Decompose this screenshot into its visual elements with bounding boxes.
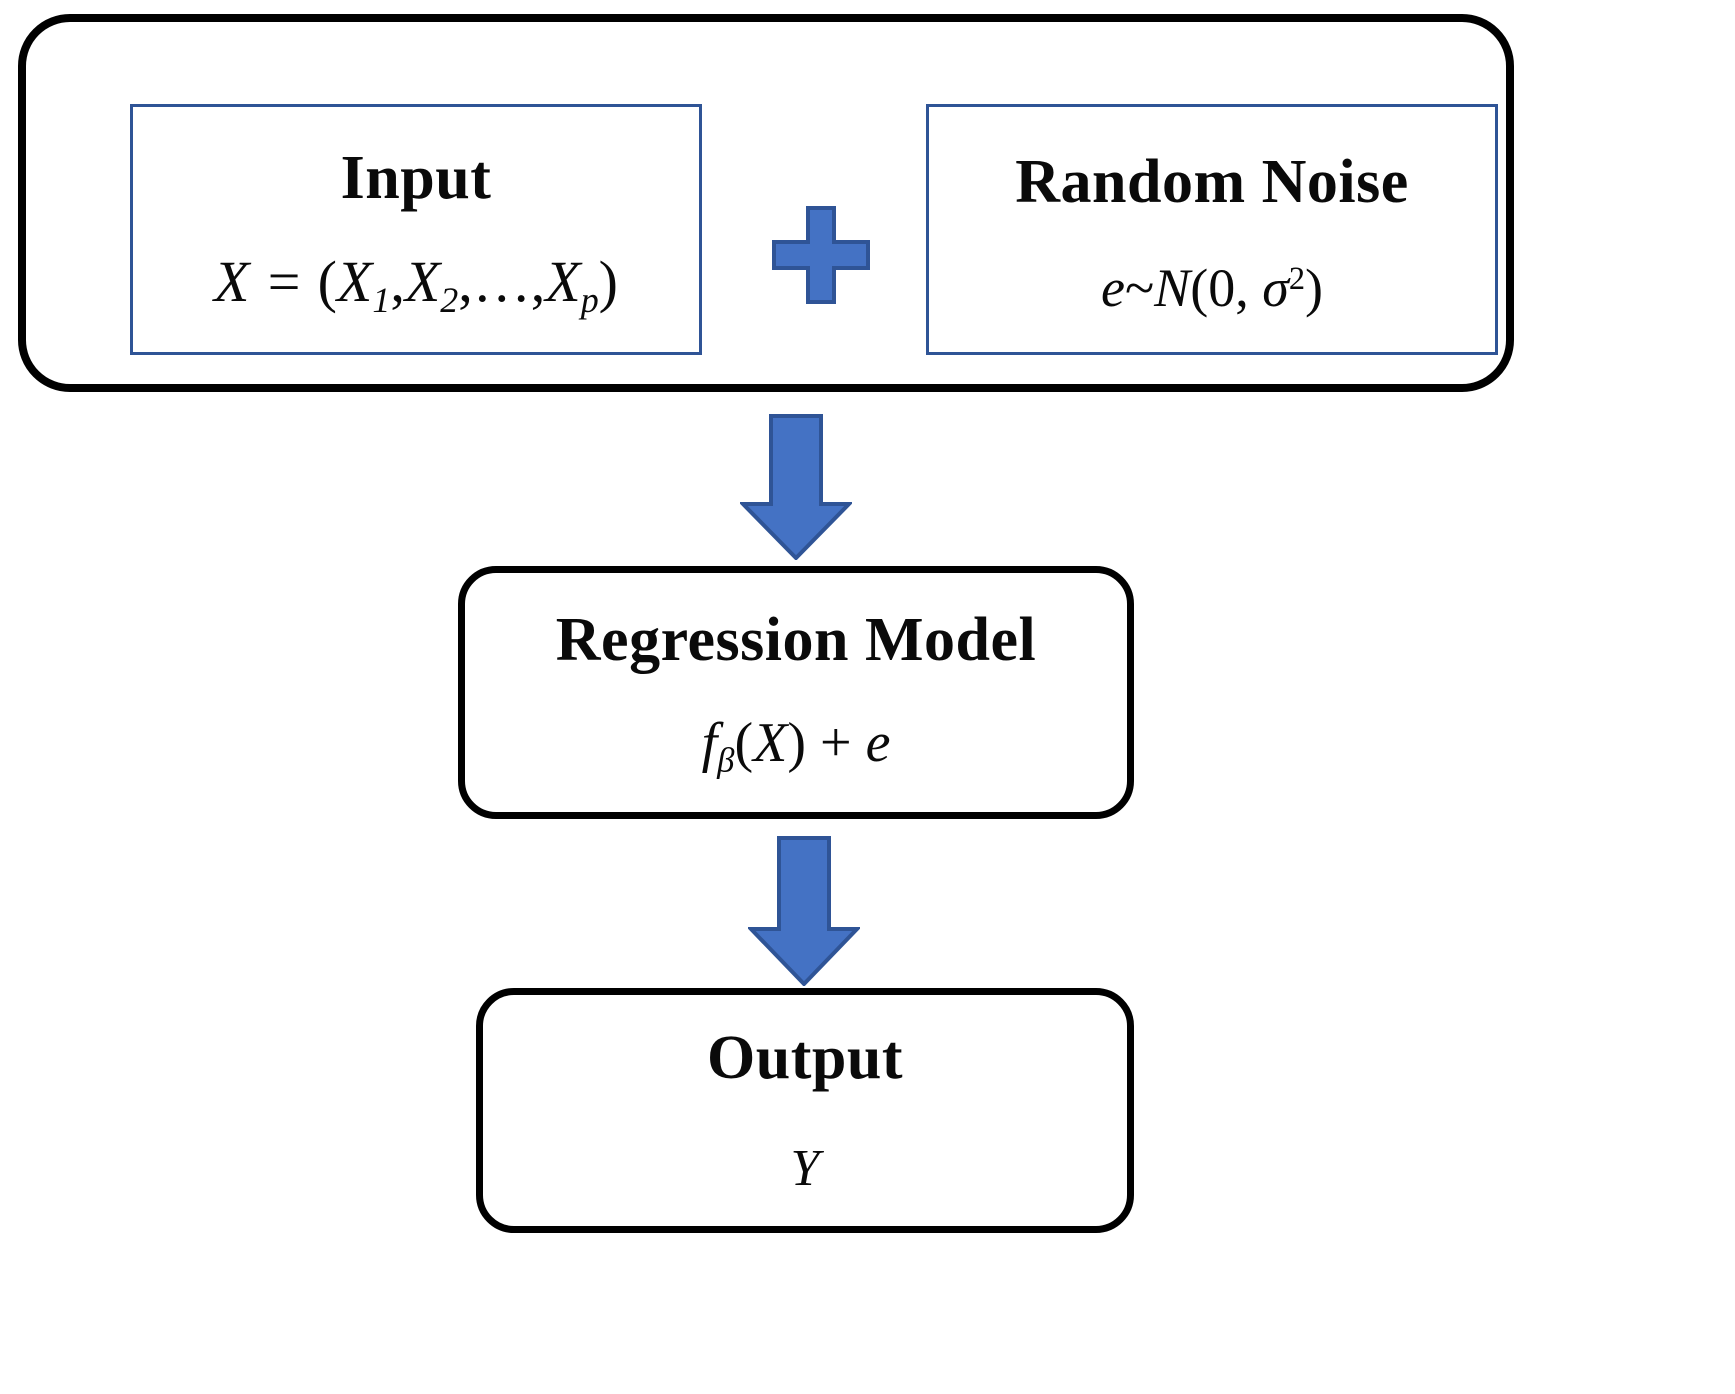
math-X1-base: X xyxy=(336,248,373,314)
math-beta-sub: β xyxy=(717,740,735,780)
math-paren-open: ( xyxy=(317,248,337,314)
math-X2-sub: 2 xyxy=(440,279,459,320)
math-equals: = xyxy=(263,248,304,314)
math-f: f xyxy=(701,711,718,774)
random-noise-box-content: Random Noise e~N(0, σ2) xyxy=(929,107,1495,352)
math-model-paren-open: ( xyxy=(734,711,754,774)
regression-model-box-content: Regression Model fβ(X) + e xyxy=(465,573,1127,812)
down-arrow-icon-group-to-model xyxy=(740,414,852,560)
math-X1-sub: 1 xyxy=(372,279,391,320)
math-X: X xyxy=(214,248,250,314)
math-noise-paren-open: ( xyxy=(1190,257,1209,318)
math-ellipsis: … xyxy=(472,248,531,314)
math-zero: 0 xyxy=(1208,257,1236,318)
regression-model-box-formula: fβ(X) + e xyxy=(702,715,891,778)
input-box-content: Input X = (X1,X2,…,Xp) xyxy=(133,107,699,352)
math-model-plus: + xyxy=(819,711,852,774)
input-box-formula: X = (X1,X2,…,Xp) xyxy=(214,252,618,320)
random-noise-box-formula: e~N(0, σ2) xyxy=(1101,261,1323,315)
math-model-X: X xyxy=(753,711,788,774)
output-box-formula: Y xyxy=(790,1139,820,1197)
regression-model-box: Regression Model fβ(X) + e xyxy=(458,566,1134,819)
output-box-title: Output xyxy=(707,1023,903,1092)
math-comma-1: , xyxy=(390,248,405,314)
math-X2-base: X xyxy=(404,248,441,314)
math-tilde: ~ xyxy=(1124,257,1155,318)
random-noise-box-title: Random Noise xyxy=(1015,147,1409,216)
math-model-paren-close: ) xyxy=(787,711,806,774)
math-paren-close: ) xyxy=(598,248,618,314)
output-box: Output Y xyxy=(476,988,1134,1233)
math-Xp-sub: p xyxy=(580,279,599,320)
math-Xp-base: X xyxy=(545,248,581,314)
math-noise-paren-close: ) xyxy=(1305,257,1324,318)
math-model-e: e xyxy=(865,711,891,774)
output-box-content: Output Y xyxy=(483,995,1127,1226)
input-box-title: Input xyxy=(340,143,492,212)
math-noise-comma: , xyxy=(1235,257,1249,318)
random-noise-box: Random Noise e~N(0, σ2) xyxy=(926,104,1498,355)
plus-icon xyxy=(772,206,870,304)
regression-model-box-title: Regression Model xyxy=(555,605,1037,674)
math-comma-3: , xyxy=(530,248,546,314)
math-e: e xyxy=(1100,257,1125,318)
math-comma-2: , xyxy=(458,248,473,314)
down-arrow-icon-model-to-output xyxy=(748,836,860,986)
math-N: N xyxy=(1154,257,1191,318)
input-box: Input X = (X1,X2,…,Xp) xyxy=(130,104,702,355)
math-sigma: σ xyxy=(1262,257,1289,318)
math-Y: Y xyxy=(790,1139,820,1197)
math-sigma-sup: 2 xyxy=(1288,260,1306,297)
input-and-noise-group-container: Input X = (X1,X2,…,Xp) Random Noise e~N(… xyxy=(18,14,1514,392)
